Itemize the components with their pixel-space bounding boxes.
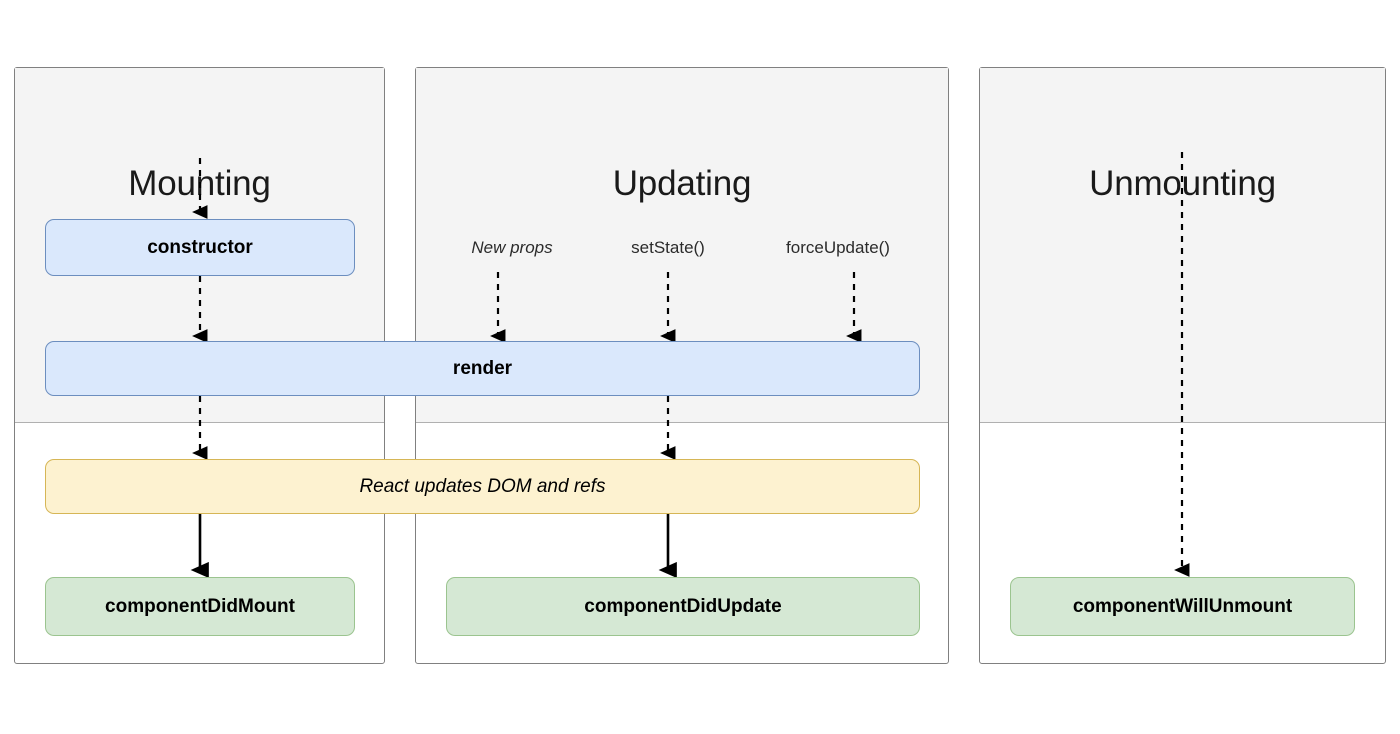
trigger-label-set-state: setState() [631, 238, 705, 257]
phase-title-updating: Updating [612, 164, 752, 203]
lifecycle-box-component-did-mount[interactable]: componentDidMount [45, 577, 355, 636]
phase-band-unmounting [980, 68, 1385, 423]
trigger-label-force-update: forceUpdate() [786, 238, 890, 257]
phase-title-unmounting: Unmounting [1089, 164, 1276, 203]
trigger-label-new-props: New props [471, 238, 553, 257]
lifecycle-box-react-updates-dom-and-refs[interactable]: React updates DOM and refs [45, 459, 920, 514]
lifecycle-box-constructor[interactable]: constructor [45, 219, 355, 276]
lifecycle-box-component-will-unmount[interactable]: componentWillUnmount [1010, 577, 1355, 636]
lifecycle-box-render[interactable]: render [45, 341, 920, 396]
lifecycle-box-component-did-update[interactable]: componentDidUpdate [446, 577, 920, 636]
